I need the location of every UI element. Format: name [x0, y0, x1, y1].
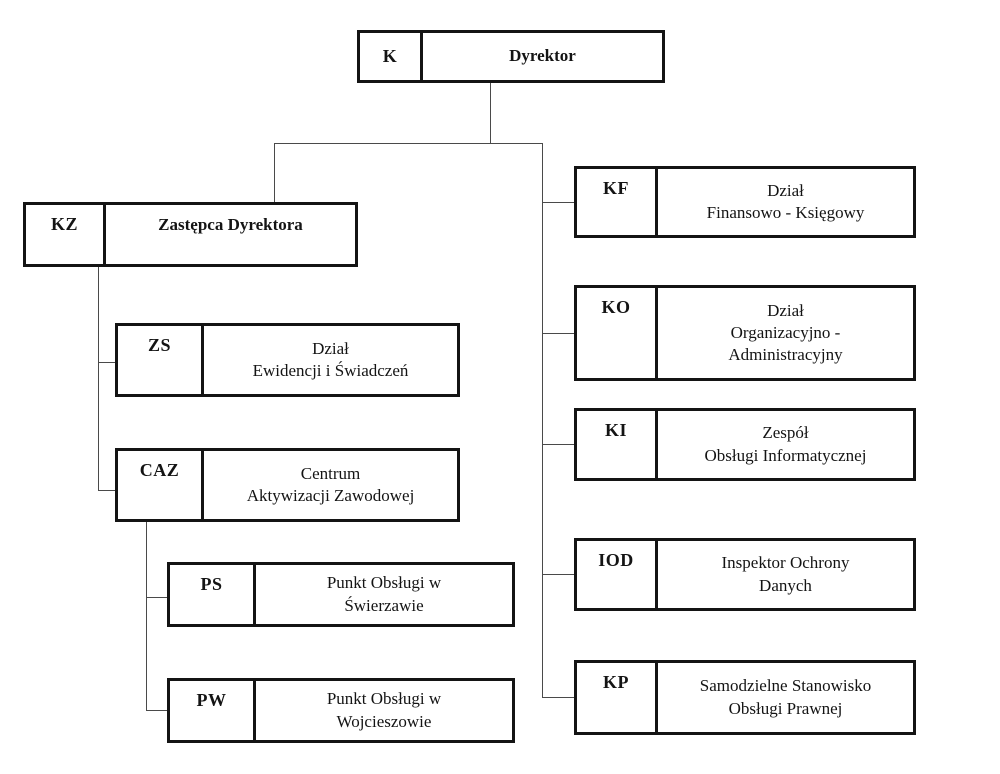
node-label: Zespół Obsługi Informatycznej: [704, 423, 867, 465]
org-node-samodzielne-stanowisko-obslugi-prawnej: KP Samodzielne Stanowisko Obsługi Prawne…: [574, 660, 916, 735]
connector-kz-drop: [274, 143, 275, 202]
connector-stub-zs: [98, 362, 115, 363]
org-node-dyrektor: K Dyrektor: [357, 30, 665, 83]
connector-stub-ko: [542, 333, 574, 334]
org-node-dzial-finansowo-ksiegowy: KF Dział Finansowo - Księgowy: [574, 166, 916, 238]
connector-stub-iod: [542, 574, 574, 575]
node-code: CAZ: [118, 451, 204, 519]
node-label: Centrum Aktywizacji Zawodowej: [246, 463, 415, 505]
node-label: Punkt Obsługi w Wojcieszowie: [326, 689, 442, 731]
node-label: Dyrektor: [509, 46, 576, 66]
node-code: PS: [170, 565, 256, 624]
node-label: Dział Finansowo - Księgowy: [706, 180, 865, 222]
node-code: PW: [170, 681, 256, 740]
org-node-dzial-ewidencji-i-swiadczen: ZS Dział Ewidencji i Świadczeń: [115, 323, 460, 397]
connector-stub-kp: [542, 697, 574, 698]
node-label: Zastępca Dyrektora: [158, 215, 303, 234]
org-node-punkt-obslugi-wojcieszow: PW Punkt Obsługi w Wojcieszowie: [167, 678, 515, 743]
node-code: IOD: [577, 541, 658, 608]
connector-dyrektor-drop: [490, 83, 491, 143]
org-node-zastepca-dyrektora: KZ Zastępca Dyrektora: [23, 202, 358, 267]
connector-stub-kf: [542, 202, 574, 203]
node-code: KP: [577, 663, 658, 732]
node-code: KF: [577, 169, 658, 235]
node-label: Punkt Obsługi w Świerzawie: [326, 573, 442, 615]
connector-stub-caz: [98, 490, 115, 491]
node-code: KZ: [26, 205, 106, 264]
node-label: Samodzielne Stanowisko Obsługi Prawnej: [699, 676, 872, 718]
node-code: K: [360, 33, 423, 80]
connector-top-horizontal: [274, 143, 543, 144]
node-code: ZS: [118, 326, 204, 394]
org-node-inspektor-ochrony-danych: IOD Inspektor Ochrony Danych: [574, 538, 916, 611]
org-node-dzial-organizacyjno-administracyjny: KO Dział Organizacyjno - Administracyjny: [574, 285, 916, 381]
node-label: Dział Ewidencji i Świadczeń: [252, 338, 409, 380]
node-label: Dział Organizacyjno - Administracyjny: [728, 300, 843, 365]
org-node-zespol-obslugi-informatycznej: KI Zespół Obsługi Informatycznej: [574, 408, 916, 481]
node-code: KO: [577, 288, 658, 378]
connector-stub-ki: [542, 444, 574, 445]
node-label: Inspektor Ochrony Danych: [721, 553, 850, 595]
node-code: KI: [577, 411, 658, 478]
org-node-centrum-aktywizacji-zawodowej: CAZ Centrum Aktywizacji Zawodowej: [115, 448, 460, 522]
connector-stub-ps: [146, 597, 167, 598]
org-node-punkt-obslugi-swierzawa: PS Punkt Obsługi w Świerzawie: [167, 562, 515, 627]
connector-right-spine: [542, 143, 543, 698]
connector-stub-pw: [146, 710, 167, 711]
connector-kz-sub-spine: [98, 267, 99, 491]
connector-caz-sub-spine: [146, 522, 147, 711]
